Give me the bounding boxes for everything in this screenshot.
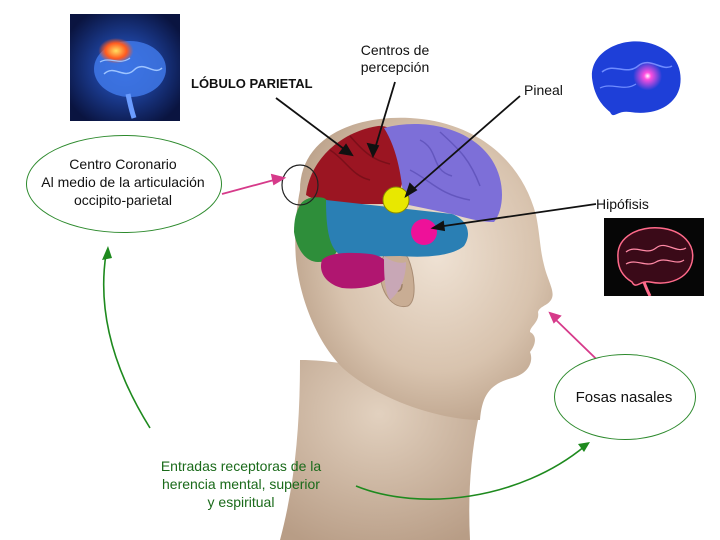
pineal-marker — [382, 186, 410, 214]
entradas-line-1: Entradas receptoras de la — [160, 458, 322, 474]
arrowhead-up — [102, 246, 112, 260]
nasal-text: Fosas nasales — [575, 389, 673, 406]
brain-glowing-parietal-icon — [70, 14, 180, 121]
brain-thumb-top-left — [70, 14, 180, 121]
brain-red-glow-icon — [617, 227, 694, 296]
brainstem — [384, 256, 406, 300]
parietal-lobe — [306, 125, 405, 204]
label-pineal: Pineal — [524, 82, 563, 98]
label-parietal: LÓBULO PARIETAL — [191, 76, 313, 91]
label-hipofisis: Hipófisis — [596, 196, 649, 212]
coronary-line-1: Centro Coronario — [69, 156, 177, 172]
coronary-line-2: Al medio de la articulación — [41, 174, 205, 190]
label-centros-line-2: percepción — [360, 59, 430, 75]
label-centros-line-1: Centros de — [360, 42, 430, 58]
arrowhead-right — [578, 442, 590, 452]
lobe-folds — [329, 131, 481, 201]
brain-thumb-right — [604, 218, 704, 296]
nasal-ellipse — [554, 354, 696, 440]
coronary-line-3: occipito-parietal — [73, 192, 173, 208]
coronary-center-text: Centro Coronario Al medio de la articula… — [10, 155, 236, 209]
temporal-lobe — [326, 200, 468, 257]
cerebellum — [320, 252, 390, 289]
cycle-arrows — [102, 253, 586, 500]
pointer-lines — [275, 81, 597, 232]
entradas-line-2: herencia mental, superior — [162, 476, 320, 492]
entradas-text: Entradas receptoras de la herencia menta… — [138, 457, 344, 511]
frontal-lobe — [384, 123, 502, 222]
entradas-line-3: y espiritual — [207, 494, 275, 510]
label-centros-percepcion: Centros de percepción — [352, 42, 438, 76]
brain-thumb-top-right — [580, 32, 689, 120]
brain-pineal-glow-icon — [591, 41, 681, 116]
hipofisis-marker — [411, 219, 437, 245]
coronary-highlight-circle — [281, 164, 319, 206]
coronary-center-ellipse — [26, 135, 222, 233]
